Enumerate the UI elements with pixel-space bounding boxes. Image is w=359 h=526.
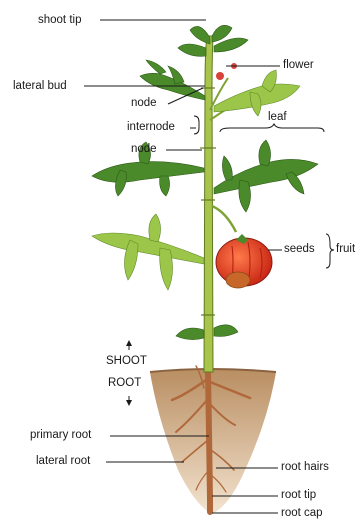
soil <box>150 369 276 514</box>
label-shoot-tip: shoot tip <box>38 14 81 27</box>
upper-left-leaf <box>140 60 205 100</box>
upper-right-leaf <box>214 70 300 116</box>
lower-left-leaf <box>92 214 204 290</box>
label-root-hairs: root hairs <box>281 461 329 474</box>
label-primary-root: primary root <box>30 429 91 442</box>
label-fruit: fruit <box>336 243 355 256</box>
label-root-tip: root tip <box>281 489 316 502</box>
label-internode: internode <box>127 121 175 134</box>
label-leaf: leaf <box>268 111 287 124</box>
shoot-root-arrows <box>126 340 132 406</box>
label-root: ROOT <box>108 377 141 390</box>
label-root-cap: root cap <box>281 507 323 520</box>
fruit-branch <box>212 206 236 232</box>
label-lateral-root: lateral root <box>36 455 90 468</box>
label-lateral-bud: lateral bud <box>13 80 67 93</box>
label-seeds: seeds <box>284 243 315 256</box>
label-flower: flower <box>283 59 314 72</box>
right-leaf <box>214 140 318 212</box>
tomato-fruit <box>216 234 272 288</box>
label-node-lower: node <box>131 143 157 156</box>
label-shoot: SHOOT <box>106 355 147 368</box>
shoot-tip-leaves <box>178 25 248 56</box>
label-node-upper: node <box>131 97 157 110</box>
